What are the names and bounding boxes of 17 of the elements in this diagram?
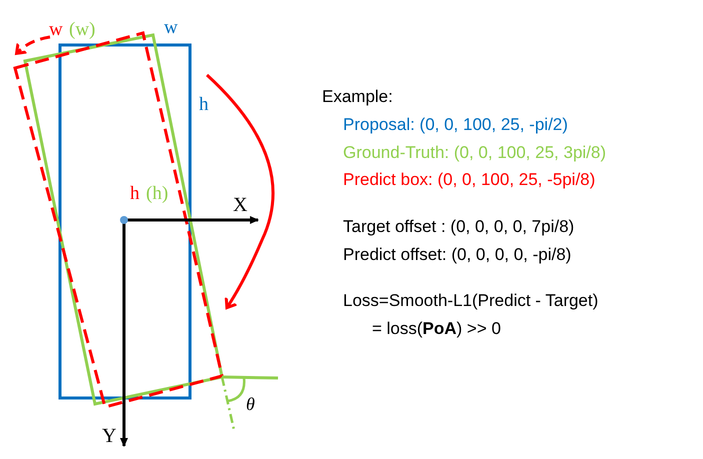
height-label: h: [199, 95, 208, 114]
width-label: (w): [69, 20, 96, 39]
heading-text: Example:: [322, 88, 393, 105]
offset-text: Target offset : (0, 0, 0, 0, 7pi/8): [343, 218, 574, 235]
example-text: Predict box: (0, 0, 100, 25, -5pi/8): [343, 171, 596, 188]
angle-label: θ: [246, 395, 255, 413]
axis-label: X: [233, 195, 248, 215]
example-text: Ground-Truth: (0, 0, 100, 25, 3pi/8): [343, 144, 606, 161]
width-label: w: [164, 18, 178, 37]
height-label: (h): [146, 184, 168, 203]
offset-text: Predict offset: (0, 0, 0, 0, -pi/8): [343, 246, 572, 263]
loss-formula: = loss(PoA) >> 0: [372, 320, 501, 337]
width-label: w: [49, 20, 63, 39]
example-text: Proposal: (0, 0, 100, 25, -pi/2): [343, 116, 568, 133]
height-label: h: [130, 184, 140, 203]
loss-formula: Loss=Smooth-L1(Predict - Target): [343, 292, 598, 309]
axis-label: Y: [102, 426, 116, 446]
